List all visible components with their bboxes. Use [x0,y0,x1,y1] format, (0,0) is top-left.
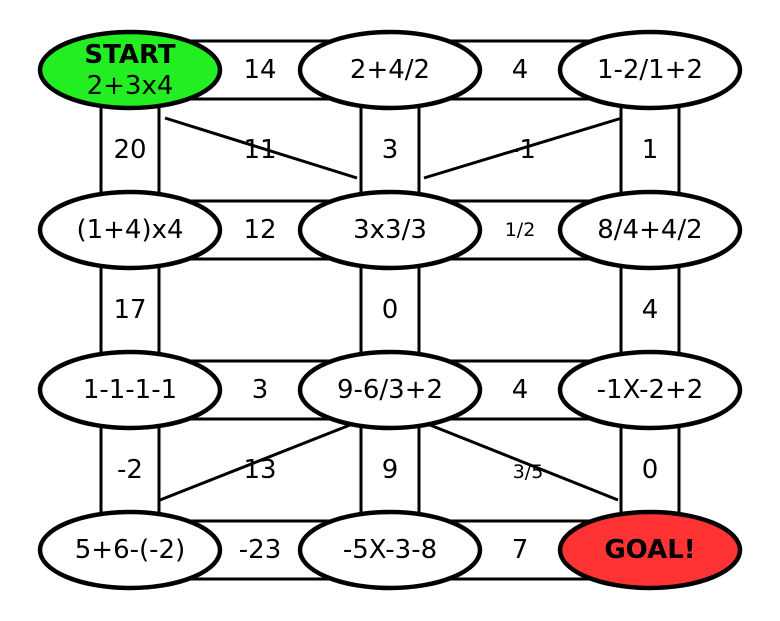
road-label-n11-n12: 1/2 [505,219,536,241]
road-label-n21-n30: 13 [243,455,276,485]
expression-node-n31-label-0: -5X-3-8 [343,535,437,565]
road-label-n02-n11: -1 [510,135,536,165]
road-label-n12-n22: 4 [642,295,659,325]
expression-node-n22[interactable]: -1X-2+2 [557,349,743,431]
road-label-n00-n01: 14 [243,55,276,85]
expression-node-n30[interactable]: 5+6-(-2) [37,509,223,591]
expression-node-n02[interactable]: 1-2/1+2 [557,29,743,111]
start-node-label-1: 2+3x4 [87,71,174,101]
expression-node-n11[interactable]: 3x3/3 [297,189,483,271]
road-label-n21-n32: 3/5 [513,461,544,483]
road-label-n02-n12: 1 [642,135,659,165]
expression-node-n10[interactable]: (1+4)x4 [37,189,223,271]
expression-node-n21-label-0: 9-6/3+2 [337,375,443,405]
expression-node-n31[interactable]: -5X-3-8 [297,509,483,591]
goal-node[interactable]: GOAL! [557,509,743,591]
road-n00-n11[interactable] [164,116,358,180]
expression-node-n20[interactable]: 1-1-1-1 [37,349,223,431]
expression-node-n02-label-0: 1-2/1+2 [597,55,703,85]
expression-node-n01-label-0: 2+4/2 [350,55,430,85]
road-label-n01-n02: 4 [512,55,529,85]
expression-node-n12-label-0: 8/4+4/2 [597,215,702,245]
road-label-n10-n11: 12 [243,215,276,245]
expression-node-n21[interactable]: 9-6/3+2 [297,349,483,431]
road-label-n21-n31: 9 [382,455,399,485]
expression-node-n12[interactable]: 8/4+4/2 [557,189,743,271]
road-label-n20-n21: 3 [252,375,269,405]
expression-node-n01[interactable]: 2+4/2 [297,29,483,111]
road-label-n30-n31: -23 [239,535,281,565]
expression-node-n30-label-0: 5+6-(-2) [75,535,185,565]
expression-node-n22-label-0: -1X-2+2 [597,375,704,405]
road-n21-n30[interactable] [159,423,351,502]
road-n02-n11[interactable] [423,116,623,180]
road-label-n22-n32: 0 [642,455,659,485]
start-node-label-0: START [84,40,175,70]
goal-node-label-0: GOAL! [604,535,695,565]
road-n21-n32[interactable] [429,423,619,502]
road-label-n31-n32: 7 [512,535,529,565]
road-label-n00-n10: 20 [113,135,146,165]
road-label-n01-n11: 3 [382,135,399,165]
road-label-n21-n22: 4 [512,375,529,405]
road-label-n11-n21: 0 [382,295,399,325]
expression-node-n20-label-0: 1-1-1-1 [83,375,177,405]
expression-node-n11-label-0: 3x3/3 [353,215,427,245]
road-label-n10-n20: 17 [113,295,146,325]
road-label-n20-n30: -2 [117,455,143,485]
road-label-n00-n11: 11 [243,135,276,165]
expression-node-n10-label-0: (1+4)x4 [76,215,183,245]
